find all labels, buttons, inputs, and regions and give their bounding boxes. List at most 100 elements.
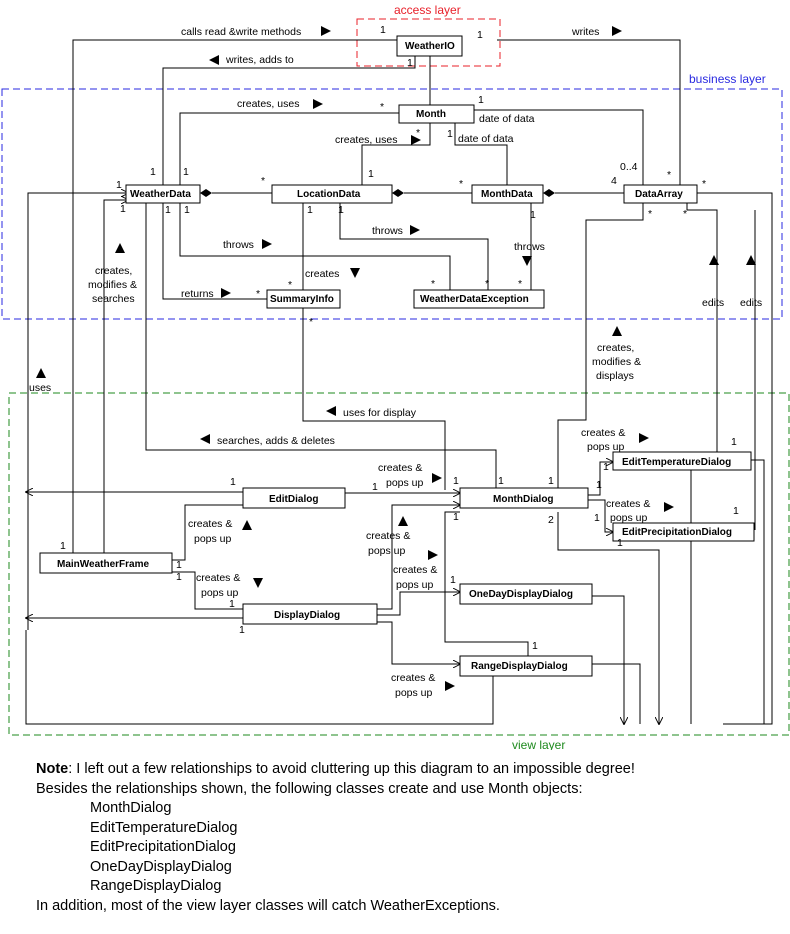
mult: * [416,127,420,139]
mult: * [683,208,687,220]
class-locationdata[interactable]: LocationData [271,184,393,204]
svg-text:LocationData: LocationData [297,189,361,200]
mult: * [648,208,652,220]
view-layer-boundary [8,392,790,736]
mult: * [431,278,435,290]
svg-text:OneDayDisplayDialog: OneDayDisplayDialog [469,589,573,600]
label-creates-pops-up-temp-1: creates & [581,427,625,439]
svg-text:EditDialog: EditDialog [269,494,318,505]
note-line-3: In addition, most of the view layer clas… [36,897,500,914]
class-editprecipitationdialog[interactable]: EditPrecipitationDialog [612,522,755,542]
mult: * [702,178,706,190]
direction-arrow [313,99,323,109]
mult: 1 [532,640,538,652]
label-creates-modifies-searches-3: searches [92,293,135,305]
svg-text:RangeDisplayDialog: RangeDisplayDialog [471,661,568,672]
mult: 1 [594,512,600,524]
class-rangedisplaydialog[interactable]: RangeDisplayDialog [459,655,593,677]
mult: 1 [380,24,386,36]
label-creates-pops-up-main-edit-2: pops up [194,533,232,545]
svg-text:Month: Month [416,109,446,120]
mult: 1 [548,475,554,487]
mult: 1 [184,204,190,216]
mult: 1 [477,29,483,41]
mult: 4 [611,175,617,187]
mult: 1 [165,204,171,216]
label-uses: uses [29,382,51,394]
label-creates-pops-up-edit-2: pops up [386,477,424,489]
label-searches-adds-deletes: searches, adds & deletes [217,435,335,447]
mult: 1 [176,571,182,583]
class-edittemperaturedialog[interactable]: EditTemperatureDialog [612,451,752,471]
mult: 1 [372,481,378,493]
class-monthdata[interactable]: MonthData [471,184,544,204]
mult: * [309,316,313,328]
mult: 1 [183,166,189,178]
label-date-of-data-2: date of data [458,133,514,145]
class-onedaydisplaydialog[interactable]: OneDayDisplayDialog [459,583,593,605]
direction-arrow [709,255,719,265]
class-displaydialog[interactable]: DisplayDialog [242,603,378,625]
direction-arrow [321,26,331,36]
label-creates-pops-up-range-1: creates & [391,672,435,684]
mult: 1 [453,475,459,487]
business-layer-label: business layer [689,72,766,86]
mult: 2 [548,514,554,526]
mult: 1 [603,461,609,473]
direction-arrow [221,288,231,298]
label-creates-pops-up-precip-1: creates & [606,498,650,510]
mult: 1 [116,179,122,191]
svg-text:DisplayDialog: DisplayDialog [274,610,340,621]
direction-arrow [410,225,420,235]
class-monthdialog[interactable]: MonthDialog [459,487,589,509]
class-month[interactable]: Month [398,104,475,124]
note-label: Note [36,761,69,777]
view-layer-label: view layer [512,738,565,750]
class-mainweatherframe[interactable]: MainWeatherFrame [39,552,173,574]
class-weatherdataexception[interactable]: WeatherDataException [413,289,545,309]
class-editdialog[interactable]: EditDialog [242,487,346,509]
label-creates-pops-up-oneday-1: creates & [393,564,437,576]
note-line-2: Besides the relationships shown, the fol… [36,780,583,797]
class-weatherdata[interactable]: WeatherData [125,184,201,204]
direction-arrow [200,434,210,444]
label-creates-pops-up-main-disp-2: pops up [201,587,239,599]
class-weatherio[interactable]: WeatherIO [396,35,463,57]
direction-arrow [262,239,272,249]
svg-text:MainWeatherFrame: MainWeatherFrame [57,559,150,570]
svg-text:WeatherData: WeatherData [130,189,191,200]
label-creates-pops-up-temp-2: pops up [587,441,625,453]
label-creates-pops-up-disp-1: creates & [366,530,410,542]
mult: 1 [731,436,737,448]
mult: 1 [478,94,484,106]
label-creates-modifies-displays-1: creates, [597,342,634,354]
mult: 1 [230,476,236,488]
mult: 1 [307,204,313,216]
label-throws-3: throws [514,241,545,253]
label-uses-for-display: uses for display [343,407,417,419]
class-dataarray[interactable]: DataArray [623,184,698,204]
class-summaryinfo[interactable]: SummaryInfo [266,289,341,309]
note-text-1: : I left out a few relationships to avoi… [68,761,635,777]
connectors [27,39,773,725]
svg-text:SummaryInfo: SummaryInfo [270,294,334,305]
access-layer-boundary [356,18,501,67]
mult: 1 [239,624,245,636]
svg-text:EditTemperatureDialog: EditTemperatureDialog [622,457,731,468]
mult: 1 [368,168,374,180]
direction-arrow [746,255,756,265]
direction-arrow [612,26,622,36]
label-creates-pops-up-disp-2: pops up [368,545,406,557]
access-layer-label: access layer [394,3,461,17]
mult: 1 [60,540,66,552]
label-returns: returns [181,288,214,300]
label-creates-modifies-displays-2: modifies & [592,356,641,368]
mult: 1 [733,505,739,517]
note-line-1: Note: I left out a few relationships to … [36,760,776,780]
mult: * [380,101,384,113]
mult: 1 [617,537,623,549]
svg-text:WeatherDataException: WeatherDataException [420,294,529,305]
direction-arrow [445,681,455,691]
label-creates-pops-up-edit-1: creates & [378,462,422,474]
mult: 1 [229,598,235,610]
